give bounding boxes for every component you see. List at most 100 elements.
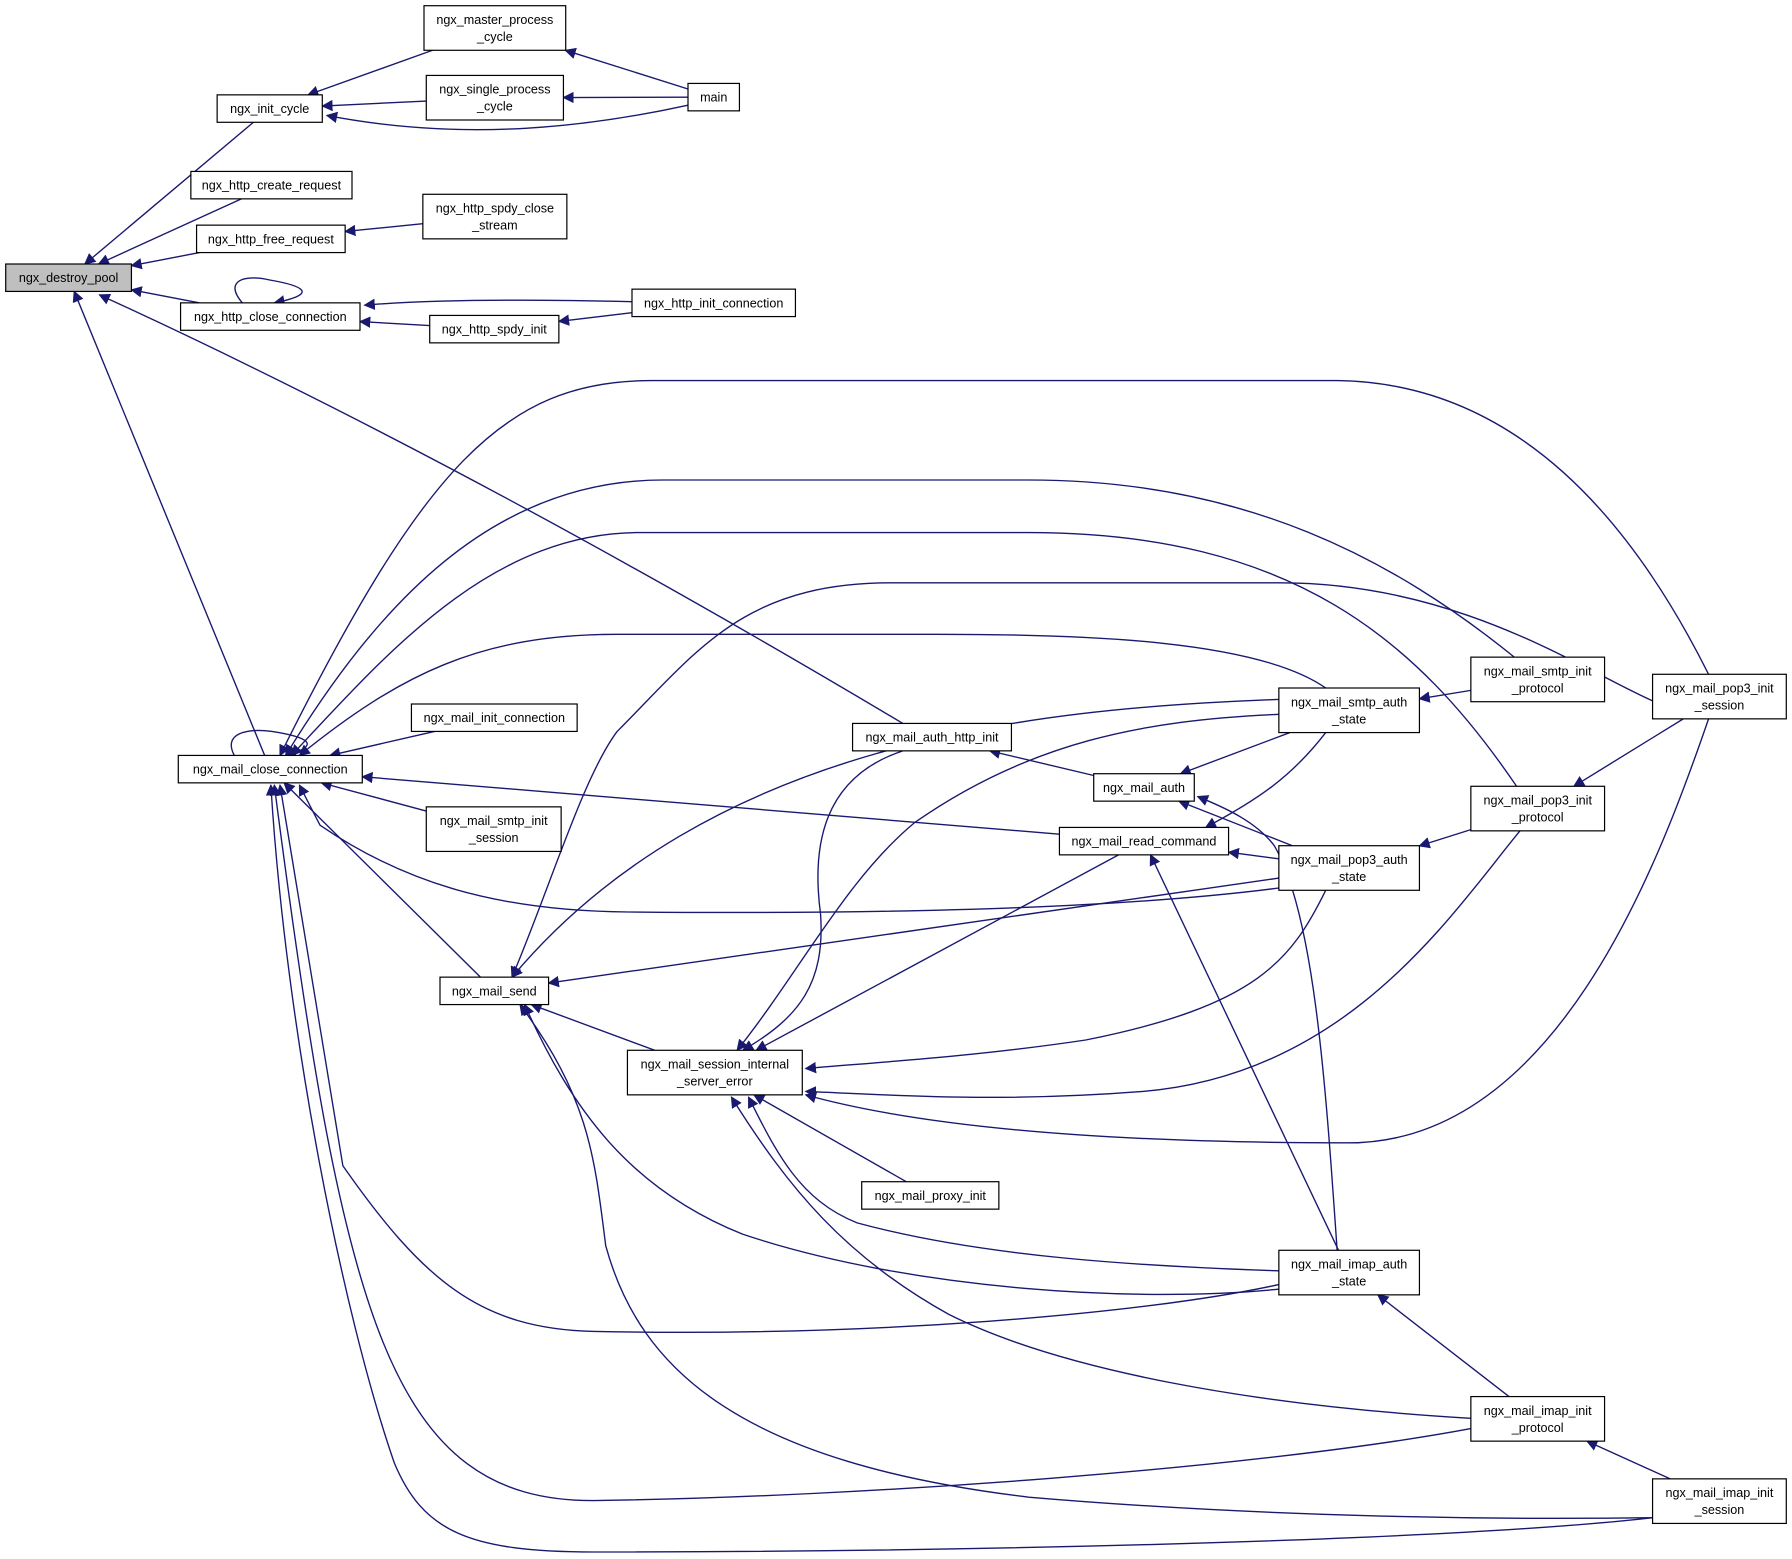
- node-label: ngx_http_init_connection: [644, 296, 783, 310]
- edge-mail-auth-to-mail-auth-http-init: [988, 747, 1094, 777]
- node-label: ngx_mail_pop3_auth: [1291, 853, 1408, 867]
- node-label: ngx_http_create_request: [202, 179, 342, 193]
- node-box: [1278, 687, 1421, 734]
- node-mail-smtp-init-protocol[interactable]: ngx_mail_smtp_init_protocol: [1470, 656, 1606, 703]
- node-label: ngx_destroy_pool: [19, 271, 118, 285]
- node-label: _cycle: [476, 30, 513, 44]
- edge-mail-pop3-init-session-to-mail-pop3-init-protocol: [1572, 718, 1684, 787]
- node-destroy-pool[interactable]: ngx_destroy_pool: [5, 263, 133, 293]
- node-mail-auth[interactable]: ngx_mail_auth: [1093, 773, 1195, 802]
- node-layer: ngx_destroy_pool ngx_init_cycle ngx_master…: [5, 5, 1787, 1525]
- edge-mail-smtp-init-session-to-mail-close-connection: [320, 780, 427, 812]
- node-label: _stream: [471, 219, 518, 233]
- node-label: _session: [1694, 1503, 1745, 1517]
- node-label: ngx_mail_smtp_init: [440, 814, 548, 828]
- edge-init-cycle-to-destroy-pool: [84, 121, 254, 265]
- edge-mail-imap-auth-state-to-mail-session-internal-server-error: [747, 1096, 1279, 1272]
- node-master-process-cycle[interactable]: ngx_master_process _cycle: [423, 5, 567, 51]
- node-label: _state: [1331, 712, 1366, 726]
- node-label: ngx_mail_imap_init: [1484, 1404, 1592, 1418]
- edge-mail-imap-auth-state-to-mail-auth: [1196, 795, 1338, 1251]
- edge-mail-pop3-init-protocol-to-mail-close-connection: [290, 531, 1518, 787]
- edge-mail-imap-init-protocol-to-mail-imap-auth-state: [1376, 1294, 1510, 1398]
- node-mail-imap-init-session[interactable]: ngx_mail_imap_init _session: [1651, 1478, 1787, 1525]
- edge-mail-proxy-init-to-mail-session-internal-server-error: [752, 1094, 907, 1183]
- node-box: [177, 754, 363, 784]
- node-mail-read-command[interactable]: ngx_mail_read_command: [1058, 826, 1230, 856]
- node-http-init-connection[interactable]: ngx_http_init_connection: [631, 288, 797, 318]
- edge-mail-imap-init-protocol-to-mail-close-connection: [269, 784, 1471, 1502]
- node-single-process-cycle[interactable]: ngx_single_process_cycle: [425, 74, 565, 121]
- node-http-close-connection[interactable]: ngx_http_close_connection: [179, 302, 361, 331]
- node-label: _server_error: [676, 1075, 753, 1089]
- edge-http-close-connection-to-http-close-connection: [234, 277, 303, 307]
- node-mail-proxy-init[interactable]: ngx_mail_proxy_init: [861, 1181, 1000, 1210]
- node-mail-init-connection[interactable]: ngx_mail_init_connection: [410, 703, 578, 733]
- node-mail-pop3-auth-state[interactable]: ngx_mail_pop3_auth _state: [1278, 845, 1421, 891]
- edge-layer: [72, 47, 1710, 1553]
- edge-mail-pop3-auth-state-to-mail-session-internal-server-error: [804, 889, 1327, 1074]
- node-box: [1470, 1395, 1606, 1442]
- edge-mail-smtp-auth-state-to-mail-send: [511, 698, 1279, 979]
- node-box: [179, 302, 361, 331]
- node-box: [195, 224, 346, 254]
- edge-mail-auth-http-init-to-mail-session-internal-server-error: [741, 750, 904, 1051]
- node-mail-pop3-init-session[interactable]: ngx_mail_pop3_init_session: [1651, 673, 1787, 720]
- edge-mail-smtp-init-protocol-to-mail-smtp-auth-state: [1418, 689, 1471, 703]
- node-label: ngx_mail_imap_auth: [1291, 1258, 1407, 1272]
- edge-http-init-connection-to-http-spdy-init: [557, 311, 633, 326]
- node-mail-imap-init-protocol[interactable]: ngx_mail_imap_init _protocol: [1470, 1395, 1606, 1442]
- edge-mail-read-command-to-mail-session-internal-server-error: [755, 854, 1119, 1051]
- node-http-free-request[interactable]: ngx_http_free_request: [195, 224, 346, 254]
- node-box: [1470, 656, 1606, 703]
- edge-main-to-init-cycle: [325, 104, 689, 131]
- node-mail-pop3-init-protocol[interactable]: ngx_mail_pop3_init_protocol: [1470, 785, 1606, 832]
- node-label: _session: [1694, 699, 1745, 713]
- node-init-cycle[interactable]: ngx_init_cycle: [216, 94, 323, 123]
- edge-mail-pop3-init-session-to-mail-send: [510, 582, 1658, 979]
- node-box: [626, 1049, 803, 1096]
- node-box: [631, 288, 797, 318]
- edge-mail-pop3-auth-state-to-mail-close-connection: [298, 784, 1279, 914]
- node-mail-send[interactable]: ngx_mail_send: [439, 976, 550, 1006]
- node-label: ngx_mail_imap_init: [1666, 1486, 1774, 1500]
- node-mail-imap-auth-state[interactable]: ngx_mail_imap_auth_state: [1278, 1249, 1421, 1296]
- node-label: ngx_master_process: [436, 13, 553, 27]
- node-mail-session-internal-server-error[interactable]: ngx_mail_session_internal_server_error: [626, 1049, 803, 1096]
- edge-mail-close-connection-to-destroy-pool: [72, 290, 266, 756]
- edge-mail-smtp-auth-state-to-mail-auth: [1179, 731, 1291, 776]
- node-http-spdy-close-stream[interactable]: ngx_http_spdy_close_stream: [422, 193, 568, 240]
- node-mail-smtp-auth-state[interactable]: ngx_mail_smtp_auth_state: [1278, 687, 1421, 734]
- node-http-spdy-init[interactable]: ngx_http_spdy_init: [429, 314, 560, 344]
- node-mail-close-connection[interactable]: ngx_mail_close_connection: [177, 754, 363, 784]
- node-box: [1093, 773, 1195, 802]
- node-box: [439, 976, 550, 1006]
- node-box: [429, 314, 560, 344]
- edge-mail-init-connection-to-mail-close-connection: [328, 730, 435, 759]
- edge-http-spdy-close-stream-to-http-free-request: [344, 223, 423, 237]
- node-label: _state: [1331, 870, 1366, 884]
- node-box: [5, 263, 133, 293]
- node-box: [687, 82, 741, 112]
- node-label: ngx_mail_auth_http_init: [865, 731, 999, 745]
- edge-main-to-master-process-cycle: [564, 47, 689, 90]
- node-main[interactable]: main: [687, 82, 741, 112]
- node-label: ngx_single_process: [439, 83, 550, 97]
- node-mail-auth-http-init[interactable]: ngx_mail_auth_http_init: [851, 722, 1013, 752]
- edge-mail-imap-init-session-to-mail-close-connection: [265, 784, 1653, 1553]
- node-label: ngx_mail_init_connection: [424, 711, 565, 725]
- edge-mail-pop3-auth-state-to-mail-read-command: [1227, 847, 1279, 860]
- node-label: _protocol: [1511, 1421, 1564, 1435]
- node-http-create-request[interactable]: ngx_http_create_request: [190, 170, 353, 200]
- edge-mail-pop3-init-session-to-mail-close-connection: [279, 379, 1710, 757]
- node-mail-smtp-init-session[interactable]: ngx_mail_smtp_init_session: [425, 806, 562, 853]
- node-label: ngx_mail_close_connection: [193, 763, 348, 777]
- edge-mail-imap-init-session-to-mail-imap-init-protocol: [1585, 1440, 1671, 1480]
- edge-single-process-cycle-to-init-cycle: [321, 99, 427, 112]
- edge-mail-pop3-auth-state-to-mail-send: [547, 877, 1279, 988]
- node-box: [851, 722, 1013, 752]
- node-box: [861, 1181, 1000, 1210]
- edge-mail-send-to-mail-close-connection: [283, 782, 481, 978]
- node-box: [423, 5, 567, 51]
